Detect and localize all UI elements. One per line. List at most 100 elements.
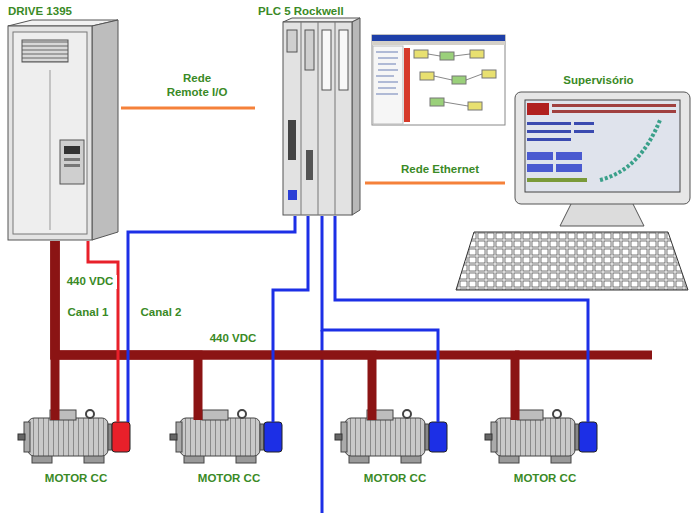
software-screenshot — [372, 41, 505, 45]
software-screenshot — [376, 76, 394, 77]
plc-rack — [339, 30, 348, 90]
supervisory-computer — [552, 104, 676, 107]
software-screenshot — [440, 52, 454, 60]
feedback-channel — [128, 216, 295, 396]
drive-cabinet — [8, 26, 92, 240]
supervisory-computer — [556, 164, 582, 172]
drive-cabinet — [13, 32, 87, 234]
encoder-wire-stubs — [272, 396, 275, 422]
software-screenshot — [444, 102, 468, 106]
supervisory-computer — [574, 122, 594, 125]
encoder — [579, 422, 597, 452]
plc-rack — [305, 30, 314, 70]
drive-cabinet — [92, 20, 118, 240]
encoder-wire-stubs — [194, 396, 203, 420]
software-screenshot — [466, 74, 482, 80]
supervisory-computer — [527, 178, 587, 182]
connector-label: 440 VDC — [63, 275, 117, 289]
feedback-channel — [273, 216, 308, 396]
software-screenshot — [404, 48, 410, 122]
motor-body — [170, 410, 264, 463]
software-screenshot — [420, 72, 434, 80]
connector-label: Canal 2 — [135, 306, 187, 320]
drive-unit: DRIVE 1395 — [5, 3, 121, 241]
software-screenshot — [482, 70, 496, 78]
software-screenshot — [376, 52, 398, 53]
software-screenshot — [414, 50, 428, 58]
encoder-wire-stubs — [51, 396, 60, 420]
software-screenshot — [434, 76, 452, 80]
software-screenshot — [468, 102, 482, 110]
node-label: MOTOR CC — [364, 472, 426, 486]
connector-label: 440 VDC — [204, 332, 262, 346]
connector-label: Rede Ethernet — [390, 163, 490, 177]
node-label: Supervisório — [563, 74, 633, 88]
supervisory-computer — [456, 92, 690, 290]
encoder — [112, 422, 130, 452]
connector-label: Rede Remote I/O — [164, 72, 230, 100]
software-screenshot — [428, 54, 440, 56]
supervisory-station: Supervisório — [505, 72, 692, 228]
feedback-channel — [322, 216, 438, 396]
software-screenshot — [372, 35, 505, 41]
plc-rack — [287, 30, 297, 52]
supervisory-computer — [556, 152, 582, 160]
software-screenshot — [470, 50, 484, 58]
connector-label: Canal 1 — [62, 306, 114, 320]
software-screenshot — [454, 54, 470, 56]
ethernet-network — [365, 182, 505, 185]
supervisory-computer — [527, 164, 553, 172]
encoder-wire-stubs — [587, 396, 590, 422]
supervisory-computer — [515, 92, 690, 204]
supervisory-computer — [600, 120, 660, 180]
software-screenshot — [378, 70, 398, 71]
remote-io-network — [121, 107, 255, 110]
drive-cabinet — [64, 158, 80, 161]
drive-cabinet — [50, 70, 51, 230]
software-screenshot — [372, 35, 505, 125]
feedback-channel — [335, 216, 588, 396]
plc-rack — [283, 18, 360, 215]
software-screenshot — [372, 35, 505, 125]
encoder-wire-stubs — [368, 396, 377, 420]
encoder — [429, 422, 447, 452]
encoder-wire-stubs — [55, 396, 588, 422]
drive-cabinet — [22, 40, 68, 62]
motor-body — [335, 410, 429, 463]
plc-rack — [318, 22, 319, 215]
drive-cabinet — [64, 146, 80, 154]
node-label: MOTOR CC — [45, 472, 107, 486]
software-screenshot — [378, 58, 398, 59]
node-label: DRIVE 1395 — [8, 5, 72, 19]
software-screenshot — [373, 46, 403, 124]
drive-cabinet — [64, 164, 80, 167]
drive-cabinet — [8, 20, 118, 240]
node-label: PLC 5 Rockwell — [258, 5, 344, 19]
plc-rack — [288, 190, 297, 200]
supervisory-computer — [456, 232, 688, 290]
encoder-wire-stubs — [117, 396, 120, 422]
supervisory-computer — [527, 122, 571, 125]
plc-rack — [306, 150, 313, 180]
drive-cabinet — [60, 140, 84, 184]
plc-rack — [301, 22, 302, 215]
supervisory-computer — [574, 130, 594, 133]
encoder-wire-stubs — [511, 396, 520, 420]
software-screenshot — [378, 64, 396, 65]
encoder-wire-stubs — [127, 396, 130, 422]
plc-rack — [352, 18, 360, 215]
dc-motor: MOTOR CC — [170, 396, 288, 488]
dc-motor: MOTOR CC — [485, 396, 605, 488]
supervisory-computer — [525, 100, 680, 192]
plc-rack — [283, 18, 360, 22]
supervisory-computer — [527, 103, 549, 115]
plc-rack — [288, 120, 296, 160]
power-bus — [55, 241, 515, 396]
wiring-decoration — [515, 351, 652, 360]
encoder-wire-stubs — [437, 396, 440, 422]
software-screenshot — [452, 76, 466, 84]
plc-rack — [322, 30, 331, 90]
